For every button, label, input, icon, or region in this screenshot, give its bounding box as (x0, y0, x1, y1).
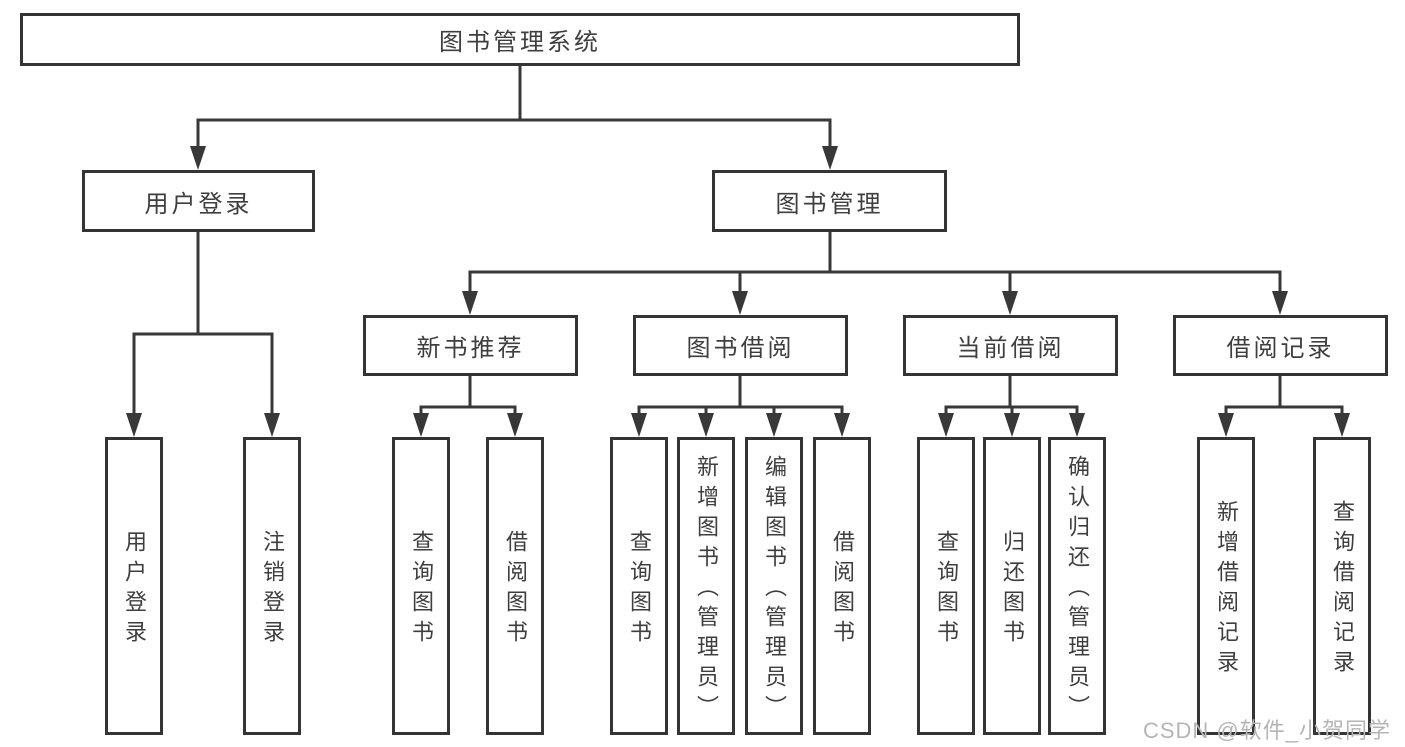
leaf-query-book-2-label: 查询图书 (627, 530, 652, 650)
leaf-query-borrow-record-label: 查询借阅记录 (1330, 500, 1355, 680)
leaf-return-book-label: 归还图书 (1000, 530, 1025, 650)
node-borrow-records-label: 借阅记录 (1226, 335, 1335, 362)
leaf-query-book-3-label: 查询图书 (934, 530, 959, 650)
leaf-query-borrow-record: 查询借阅记录 (1313, 437, 1371, 735)
leaf-borrow-book-1: 借阅图书 (486, 437, 544, 735)
node-new-book-rec-label: 新书推荐 (416, 335, 525, 362)
node-book-borrow-label: 图书借阅 (686, 335, 795, 362)
node-user-login: 用户登录 (82, 170, 315, 232)
connector-book-borrow-children (631, 376, 850, 437)
connector-current-borrow-children (938, 376, 1085, 437)
leaf-confirm-return-label: 确认归还（管理员） (1065, 455, 1090, 725)
leaf-query-book-1: 查询图书 (392, 437, 450, 735)
connector-book-mgmt-children (462, 232, 1288, 315)
leaf-user-login: 用户登录 (105, 437, 163, 735)
node-user-login-label: 用户登录 (144, 190, 253, 218)
connector-new-book-rec-children (413, 376, 523, 437)
leaf-query-book-1-label: 查询图书 (409, 530, 434, 650)
node-borrow-records: 借阅记录 (1173, 315, 1388, 376)
node-book-mgmt: 图书管理 (712, 170, 947, 232)
node-book-borrow: 图书借阅 (633, 315, 848, 376)
leaf-logout: 注销登录 (243, 437, 301, 735)
leaf-return-book: 归还图书 (983, 437, 1041, 735)
node-current-borrow: 当前借阅 (903, 315, 1118, 376)
leaf-borrow-book-2-label: 借阅图书 (830, 530, 855, 650)
leaf-query-book-3: 查询图书 (917, 437, 975, 735)
leaf-query-book-2: 查询图书 (610, 437, 668, 735)
leaf-confirm-return: 确认归还（管理员） (1048, 437, 1106, 735)
node-current-borrow-label: 当前借阅 (956, 335, 1065, 362)
leaf-logout-label: 注销登录 (260, 530, 285, 650)
node-new-book-rec: 新书推荐 (363, 315, 578, 376)
node-root: 图书管理系统 (20, 13, 1020, 66)
connector-borrow-records-children (1218, 376, 1350, 437)
connector-root-to-level2 (190, 66, 838, 170)
leaf-add-borrow-record-label: 新增借阅记录 (1214, 500, 1239, 680)
leaf-add-borrow-record: 新增借阅记录 (1197, 437, 1255, 735)
leaf-add-book-label: 新增图书（管理员） (694, 455, 719, 725)
leaf-user-login-label: 用户登录 (122, 530, 147, 650)
node-book-mgmt-label: 图书管理 (775, 190, 884, 218)
connector-user-login-children (126, 232, 280, 437)
leaf-edit-book: 编辑图书（管理员） (745, 437, 803, 735)
leaf-borrow-book-2: 借阅图书 (813, 437, 871, 735)
leaf-borrow-book-1-label: 借阅图书 (503, 530, 528, 650)
csdn-watermark: CSDN @软件_小贺同学 (1142, 718, 1391, 743)
node-root-label: 图书管理系统 (439, 29, 601, 56)
leaf-add-book: 新增图书（管理员） (677, 437, 735, 735)
leaf-edit-book-label: 编辑图书（管理员） (762, 455, 787, 725)
